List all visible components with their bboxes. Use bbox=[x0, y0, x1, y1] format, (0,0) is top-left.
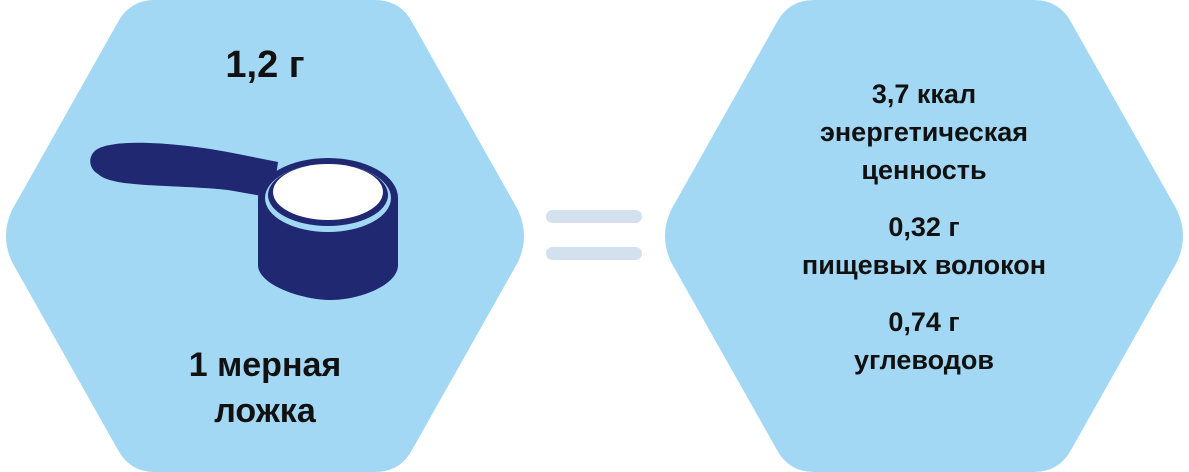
fact-value: 0,32 г bbox=[888, 212, 960, 242]
fact-value: 3,7 ккал bbox=[871, 79, 977, 109]
equals-bar-bottom bbox=[546, 247, 642, 260]
serving-hexagon: 1,2 г 1 мерная ложка bbox=[0, 0, 530, 472]
nutrition-hexagon: 3,7 ккал энергетическая ценность 0,32 г … bbox=[659, 0, 1189, 472]
fact-label: пищевых волокон bbox=[801, 250, 1047, 280]
serving-measure: 1 мерная ложка bbox=[0, 342, 530, 434]
measuring-scoop-icon bbox=[90, 142, 398, 300]
nutrition-fact-fiber: 0,32 г пищевых волокон bbox=[659, 208, 1189, 284]
serving-measure-line2: ложка bbox=[214, 392, 316, 430]
nutrition-facts: 3,7 ккал энергетическая ценность 0,32 г … bbox=[659, 75, 1189, 379]
fact-value: 0,74 г bbox=[888, 307, 960, 337]
nutrition-fact-carbs: 0,74 г углеводов bbox=[659, 303, 1189, 379]
serving-weight: 1,2 г bbox=[225, 44, 305, 86]
equals-sign bbox=[546, 210, 642, 262]
serving-measure-line1: 1 мерная bbox=[188, 346, 342, 384]
fact-label: ценность bbox=[861, 155, 987, 185]
fact-label: энергетическая bbox=[819, 117, 1029, 147]
nutrition-fact-energy: 3,7 ккал энергетическая ценность bbox=[659, 75, 1189, 189]
fact-label: углеводов bbox=[853, 345, 994, 375]
hexagon-shape-right bbox=[665, 0, 1183, 472]
equals-bar-top bbox=[546, 210, 642, 223]
